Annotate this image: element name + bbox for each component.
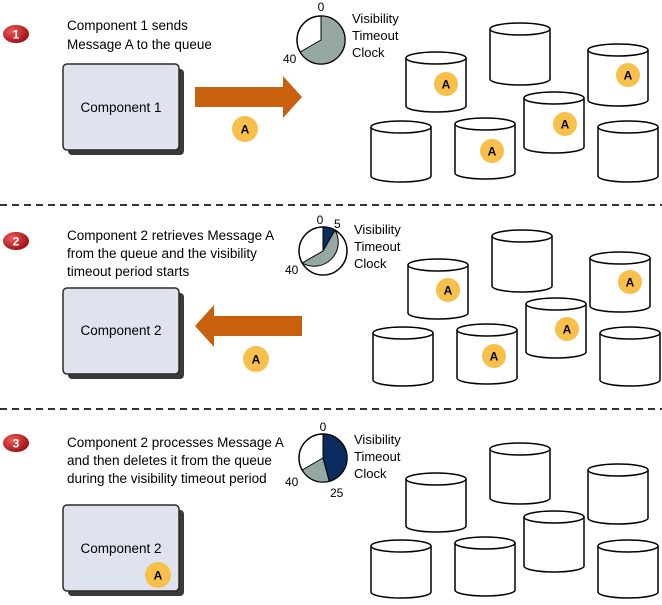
component-label: Component 2 (80, 323, 161, 338)
step-1: 1 Component 1 sends Message A to the que… (3, 0, 659, 183)
queue-cylinder (587, 463, 649, 525)
arrow-left (195, 305, 302, 347)
clock-tick-label: 0 (320, 420, 327, 434)
step-number-badge: 1 (3, 25, 29, 43)
queue: A A A A (372, 229, 661, 387)
queue (370, 442, 659, 599)
queue-cylinder (370, 120, 432, 183)
svg-text:A: A (488, 145, 497, 159)
queue-cylinder (523, 510, 585, 573)
message-a: A (553, 112, 577, 136)
clock-tick-label: 5 (334, 217, 341, 231)
svg-text:A: A (490, 350, 499, 364)
clock-label: Visibility Timeout Clock (354, 432, 404, 481)
queue-cylinder: A (589, 251, 651, 313)
svg-text:3: 3 (13, 437, 20, 451)
message-a: A (145, 562, 171, 588)
message-a: A (436, 278, 460, 302)
component-box: Component 2 (62, 287, 184, 379)
queue-cylinder (405, 472, 467, 533)
step-2: 2 Component 2 retrieves Message A from t… (3, 213, 661, 387)
clock-tick-label: 25 (330, 486, 344, 500)
queue-cylinder (597, 539, 659, 599)
visibility-timeout-clock: 0 5 40 Visibility Timeout Clock (285, 213, 404, 277)
queue-cylinder: A (456, 323, 518, 385)
svg-text:A: A (624, 69, 633, 83)
svg-text:1: 1 (13, 28, 20, 42)
component-box: Component 1 (62, 63, 184, 155)
svg-text:A: A (563, 323, 572, 337)
clock-label: Visibility Timeout Clock (354, 222, 404, 271)
svg-text:2: 2 (13, 235, 20, 249)
message-a: A (555, 317, 579, 341)
svg-text:A: A (442, 78, 451, 92)
queue-cylinder (491, 229, 553, 293)
svg-text:A: A (241, 123, 250, 137)
component-label: Component 1 (80, 100, 161, 115)
message-a: A (480, 139, 504, 163)
message-a: A (618, 270, 642, 294)
arrow-right (195, 76, 302, 118)
queue: A A A A (370, 22, 659, 183)
queue-cylinder (489, 442, 551, 505)
queue-cylinder: A (523, 91, 585, 154)
clock-tick-label: 0 (318, 0, 325, 14)
visibility-timeout-clock: 0 40 25 Visibility Timeout Clock (285, 420, 404, 500)
svg-text:A: A (252, 353, 261, 367)
queue-cylinder (370, 539, 432, 599)
step-caption: Component 1 sends Message A to the queue (67, 18, 212, 52)
queue-cylinder: A (587, 43, 649, 107)
message-a: A (232, 116, 258, 142)
queue-cylinder: A (525, 297, 587, 359)
clock-tick-label: 40 (285, 475, 299, 489)
message-a: A (482, 344, 506, 368)
clock-tick-label: 40 (283, 52, 297, 66)
queue-cylinder (454, 536, 516, 597)
step-caption: Component 2 processes Message A and then… (67, 435, 287, 486)
queue-cylinder (372, 326, 434, 387)
queue-cylinder (599, 326, 661, 387)
svg-text:A: A (154, 569, 163, 583)
svg-text:A: A (626, 276, 635, 290)
message-a: A (243, 346, 269, 372)
queue-cylinder: A (405, 51, 467, 113)
message-a: A (616, 63, 640, 87)
step-3: 3 Component 2 processes Message A and th… (3, 420, 659, 599)
queue-cylinder: A (407, 258, 469, 320)
queue-cylinder (597, 120, 659, 183)
queue-cylinder: A (454, 117, 516, 180)
clock-tick-label: 0 (317, 213, 324, 227)
step-caption: Component 2 retrieves Message A from the… (67, 228, 277, 279)
message-a: A (434, 72, 458, 96)
component-box: Component 2 A (62, 504, 184, 596)
clock-tick-label: 40 (285, 263, 299, 277)
svg-text:A: A (561, 118, 570, 132)
component-label: Component 2 (80, 541, 161, 556)
queue-cylinder (489, 22, 551, 86)
step-number-badge: 2 (3, 232, 29, 250)
clock-label: Visibility Timeout Clock (352, 11, 402, 60)
visibility-timeout-clock: 0 40 Visibility Timeout Clock (283, 0, 402, 66)
svg-text:A: A (444, 284, 453, 298)
step-number-badge: 3 (3, 434, 29, 452)
